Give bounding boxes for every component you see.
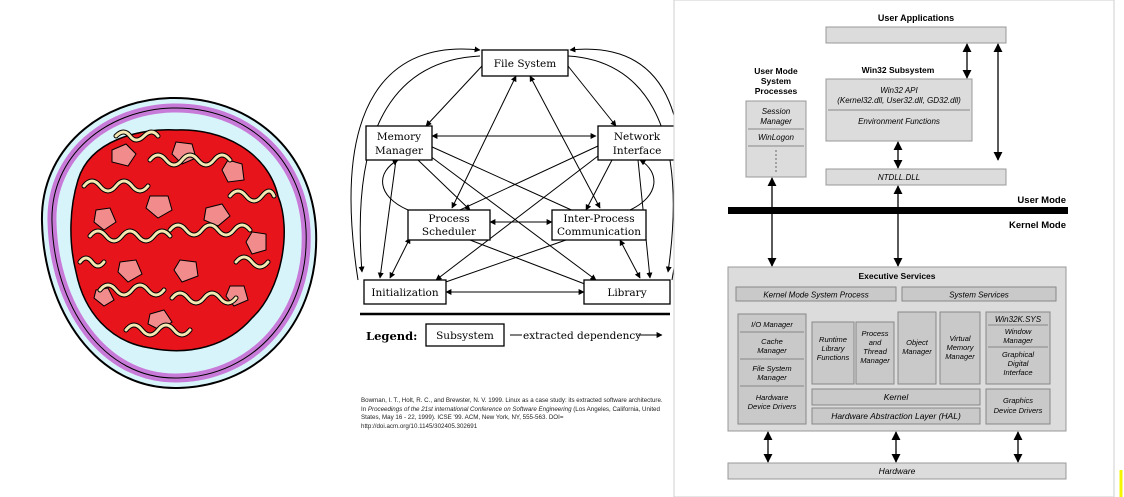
citation-title: Proceedings of the 21st international Co… [367,405,572,413]
node-process-scheduler-line2: Scheduler [422,226,477,238]
winlogon-label: WinLogon [758,133,795,142]
ipc-box [551,209,647,241]
process-scheduler-box [407,209,491,241]
virtual-memory-manager-box [939,311,981,385]
system-services-label: System Services [949,291,1009,300]
hardware-label: Hardware [879,466,916,476]
file-system-manager-line1: File System [752,364,791,373]
environment-functions-label: Environment Functions [858,117,940,126]
system-services-box [901,286,1057,302]
citation-text: Bowman, I. T., Holt, R. C., and Brewster… [361,397,667,431]
virtual-memory-line2: Memory [946,343,974,352]
user-mode-processes-line3: Processes [755,86,798,96]
window-manager-line1: Window [1005,327,1032,336]
process-thread-line2: and [869,338,882,347]
linux-architecture-diagram: File System Memory Manager Network Inter… [350,46,683,347]
node-ipc-line1: Inter-Process [563,213,634,225]
runtime-library-line1: Runtime [819,335,847,344]
session-manager-line1: Session [762,107,791,116]
node-initialization: Initialization [371,287,439,299]
graphical-line2: Digital [1008,359,1029,368]
spaghetti-plate-icon [40,96,318,390]
network-interface-box [597,125,677,161]
runtime-library-line2: Library [822,344,846,353]
node-library: Library [607,287,646,299]
session-manager-line2: Manager [760,117,792,126]
object-manager-line1: Object [906,338,929,347]
file-system-box [481,49,569,77]
kernel-box [811,388,981,406]
node-network-interface-line1: Network [614,131,661,143]
initialization-box [363,279,447,305]
win32-api-line2: (Kernel32.dll, User32.dll, GD32.dll) [837,96,961,105]
win32-subsystem-label: Win32 Subsystem [862,65,935,75]
win32k-box [985,311,1051,385]
citation-part2: (Los Angeles, California, United States,… [361,405,660,430]
kernel-mode-system-process-label: Kernel Mode System Process [763,291,868,300]
legend-label: Legend: [366,329,417,343]
process-thread-line3: Thread [863,347,888,356]
legend-subsystem: Subsystem [436,330,494,342]
node-ipc-line2: Communication [557,226,641,238]
win32-api-line1: Win32 API [880,86,918,95]
ntdll-label: NTDLL.DLL [878,173,920,182]
hal-box [811,407,981,425]
runtime-library-line3: Functions [817,353,850,362]
user-applications-label: User Applications [878,13,954,23]
process-thread-line1: Process [861,329,888,338]
dependency-arrows [350,46,683,295]
window-manager-line2: Manager [1003,336,1033,345]
win32k-label: Win32K.SYS [995,315,1042,324]
citation-part1: Bowman, I. T., Holt, R. C., and Brewster… [361,397,663,413]
graphics-drivers-line1: Graphics [1003,396,1033,405]
graphical-line3: Interface [1003,368,1032,377]
file-system-manager-line2: Manager [757,373,787,382]
node-memory-manager-line2: Manager [375,145,424,157]
virtual-memory-line1: Virtual [949,334,970,343]
kernel-mode-system-process-box [735,286,897,302]
graphics-device-drivers-box [985,388,1051,425]
windows-architecture-diagram: User Applications User Mode System Proce… [673,0,1123,497]
io-manager-label: I/O Manager [751,320,793,329]
object-manager-line2: Manager [902,347,932,356]
cache-manager-line2: Manager [757,346,787,355]
ntdll-box [825,168,1007,186]
node-process-scheduler-line1: Process [428,213,469,225]
user-mode-processes-line2: System [761,76,792,86]
user-mode-processes-line1: User Mode [754,66,798,76]
hardware-box [727,462,1067,480]
executive-services-label: Executive Services [858,271,935,281]
cache-manager-line1: Cache [761,337,783,346]
node-file-system: File System [494,58,557,70]
memory-manager-box [365,125,433,161]
mode-separator-bar [728,207,1068,214]
kernel-mode-label: Kernel Mode [1009,220,1066,231]
legend-subsystem-box [425,323,505,347]
hal-label: Hardware Abstraction Layer (HAL) [831,411,961,421]
kernel-label: Kernel [884,392,910,402]
library-box [583,279,671,305]
node-memory-manager-line1: Memory [377,131,421,143]
user-mode-label: User Mode [1017,195,1066,206]
process-thread-line4: Manager [860,356,890,365]
process-thread-manager-box [855,321,895,385]
hardware-device-drivers-line1: Hardware [756,393,789,402]
graphical-line1: Graphical [1002,350,1034,359]
user-applications-box [825,26,1007,44]
object-manager-box [897,311,937,385]
runtime-library-box [811,321,855,385]
hardware-device-drivers-line2: Device Drivers [748,402,797,411]
virtual-memory-line3: Manager [945,352,975,361]
graphics-drivers-line2: Device Drivers [994,406,1043,415]
node-network-interface-line2: Interface [613,145,662,157]
user-mode-processes-box [745,100,807,178]
legend-dependency: extracted dependency [523,330,641,342]
